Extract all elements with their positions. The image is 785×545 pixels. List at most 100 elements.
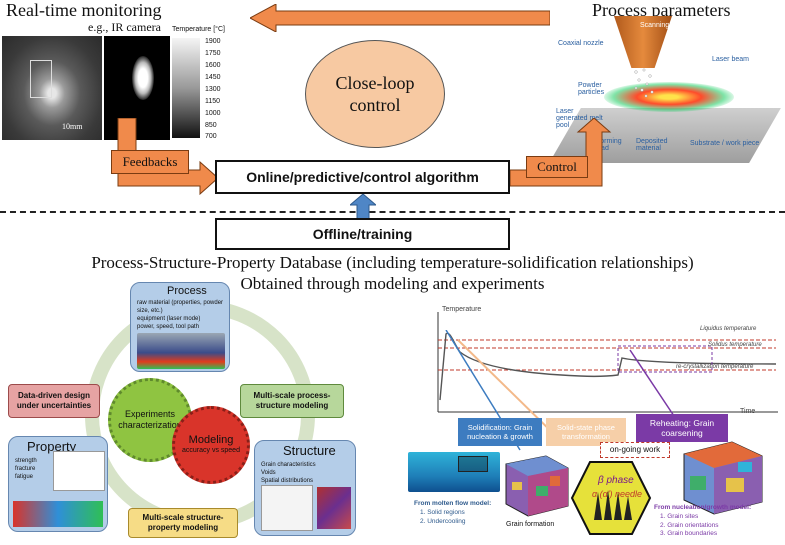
process-bullet: raw material (properties, powder size, e… [137,300,224,315]
scanning-direction-label: Scanning direction [640,22,698,29]
temp-tick: 1300 [205,86,221,93]
offline-training-text: Offline/training [312,226,413,242]
property-bullet: fatigue [15,474,34,481]
nucleation-model-notes: From nucleation/growth model: 1. Grain s… [654,504,751,539]
property-simulation-image [13,501,103,527]
ongoing-work-label: on-going work [600,442,670,458]
temp-tick: 1150 [205,98,221,105]
chart-xlabel: Time [740,408,756,415]
feedback-elbow-arrow [117,118,219,196]
powder-particles-label: Powder particles [578,82,605,96]
up-arrow [350,194,376,220]
nucleation-model-title: From nucleation/growth model: [654,504,752,511]
process-bullet: power, speed, tool path [137,324,200,331]
offline-training-box: Offline/training [215,218,510,250]
laser-beam-label: Laser beam [712,56,749,63]
property-bullet: fracture [15,466,36,473]
solid-state-stage: Solid-state phase transformation [546,418,626,446]
nucleation-model-item: 2. Grain orientations [660,521,719,529]
online-algorithm-text: Online/predictive/control algorithm [246,169,479,185]
modeling-sublabel: accuracy vs speed [182,447,240,455]
process-box: Process raw material (properties, powder… [130,282,230,372]
nucleation-model-item: 1. Grain sites [660,512,699,520]
substrate-label: Substrate / work piece [690,140,760,147]
solidus-label: Solidus temperature [708,342,762,348]
temp-tick: 700 [205,133,217,140]
property-plot-image [53,451,105,491]
structure-bullets: Grain characteristics Voids Spatial dist… [261,461,316,485]
voids-image [261,485,313,531]
process-title: Process [167,285,207,297]
structure-bullet: Voids [261,470,276,477]
modeling-label: Modeling [188,434,234,447]
grain-formation-label: Grain formation [506,521,555,528]
molten-model-item: 2. Undercooling [420,517,466,525]
coaxial-nozzle-label: Coaxial nozzle [558,40,604,47]
melt-pool-blob [132,56,154,100]
modeling-gear: Modeling accuracy vs speed [172,406,250,484]
multiscale-process-structure-label: Multi-scale process-structure modeling [240,384,344,418]
alpha-needle-label: α (α') needle [592,489,643,499]
molten-model-title: From molten flow model: [414,500,492,507]
liquidus-label: Liquidus temperature [700,326,757,332]
structure-title: Structure [283,443,336,458]
property-title: Property [27,439,77,454]
temp-tick: 1600 [205,62,221,69]
close-loop-control-text: Close-loop control [335,72,415,116]
powder-particles-icon [634,68,654,98]
temp-tick: 1450 [205,74,221,81]
control-label: Control [526,156,588,178]
property-box: Property strength fracture fatigue [8,436,108,532]
temp-tick: 1000 [205,110,221,117]
process-bullets: raw material (properties, powder size, e… [137,299,227,331]
grain-formation-cube [505,455,569,517]
scale-bar-label: 10mm [62,122,83,131]
temperature-history-chart [437,312,778,413]
nucleation-model-item: 3. Grain boundaries [660,530,718,538]
beta-phase-label: β phase [598,475,634,486]
deposited-material-label: Deposited material [636,138,668,152]
molten-model-item: 1. Solid regions [420,508,465,516]
ir-zoom-box [30,60,52,98]
solidification-stage: Solidification: Grain nucleation & growt… [458,418,542,446]
temp-tick: 850 [205,122,217,129]
property-bullets: strength fracture fatigue [15,457,37,481]
ir-camera-subtitle: e.g., IR camera [88,20,161,34]
close-loop-control-node: Close-loop control [305,40,445,148]
structure-bullet: Grain characteristics [261,462,316,468]
modeling-gear-text: Modeling accuracy vs speed [182,434,240,456]
multiscale-structure-property-label: Multi-scale structure-property modeling [128,508,238,538]
melt-pool-label: Laser generated melt pool [556,108,603,129]
ir-camera-image [2,36,102,140]
beta-phase-hexagon [570,461,652,535]
process-parameters-title: Process parameters [592,0,731,20]
temp-tick: 1750 [205,50,221,57]
coarsened-grain-cube [683,441,763,515]
process-simulation-image [137,333,225,369]
temperature-scale-title: Temperature [°C] [172,26,225,33]
realtime-monitoring-title: Real-time monitoring [6,0,162,20]
feedbacks-label: Feedbacks [111,150,189,174]
laser-melt-spot [604,82,734,112]
reheating-stage: Reheating: Grain coarsening [636,414,728,442]
experiments-gear-text: Experiments characterization [118,409,182,430]
temp-tick: 1900 [205,38,221,45]
reheating-region [617,345,713,373]
recrystallization-label: re-crystallization temperature [676,364,754,370]
property-bullet: strength [15,458,37,464]
database-subheading: Obtained through modeling and experiment… [240,274,545,293]
feedback-flow-arrow [250,4,550,32]
online-algorithm-box: Online/predictive/control algorithm [215,160,510,194]
section-divider [0,211,785,213]
structure-bullet: Spatial distributions [261,478,314,485]
chart-ylabel: Temperature [442,306,482,313]
structure-box: Structure Grain characteristics Voids Sp… [254,440,356,536]
grain-structure-image [317,487,351,529]
molten-flow-image [408,452,500,492]
process-bullet: equipment (laser mode) [137,316,201,323]
data-driven-design-label: Data-driven design under uncertainties [8,384,100,418]
molten-zoom-box [458,456,488,472]
molten-model-notes: From molten flow model: 1. Solid regions… [414,500,491,526]
database-heading: Process-Structure-Property Database (inc… [91,253,694,272]
temperature-scale-bar [172,38,200,138]
